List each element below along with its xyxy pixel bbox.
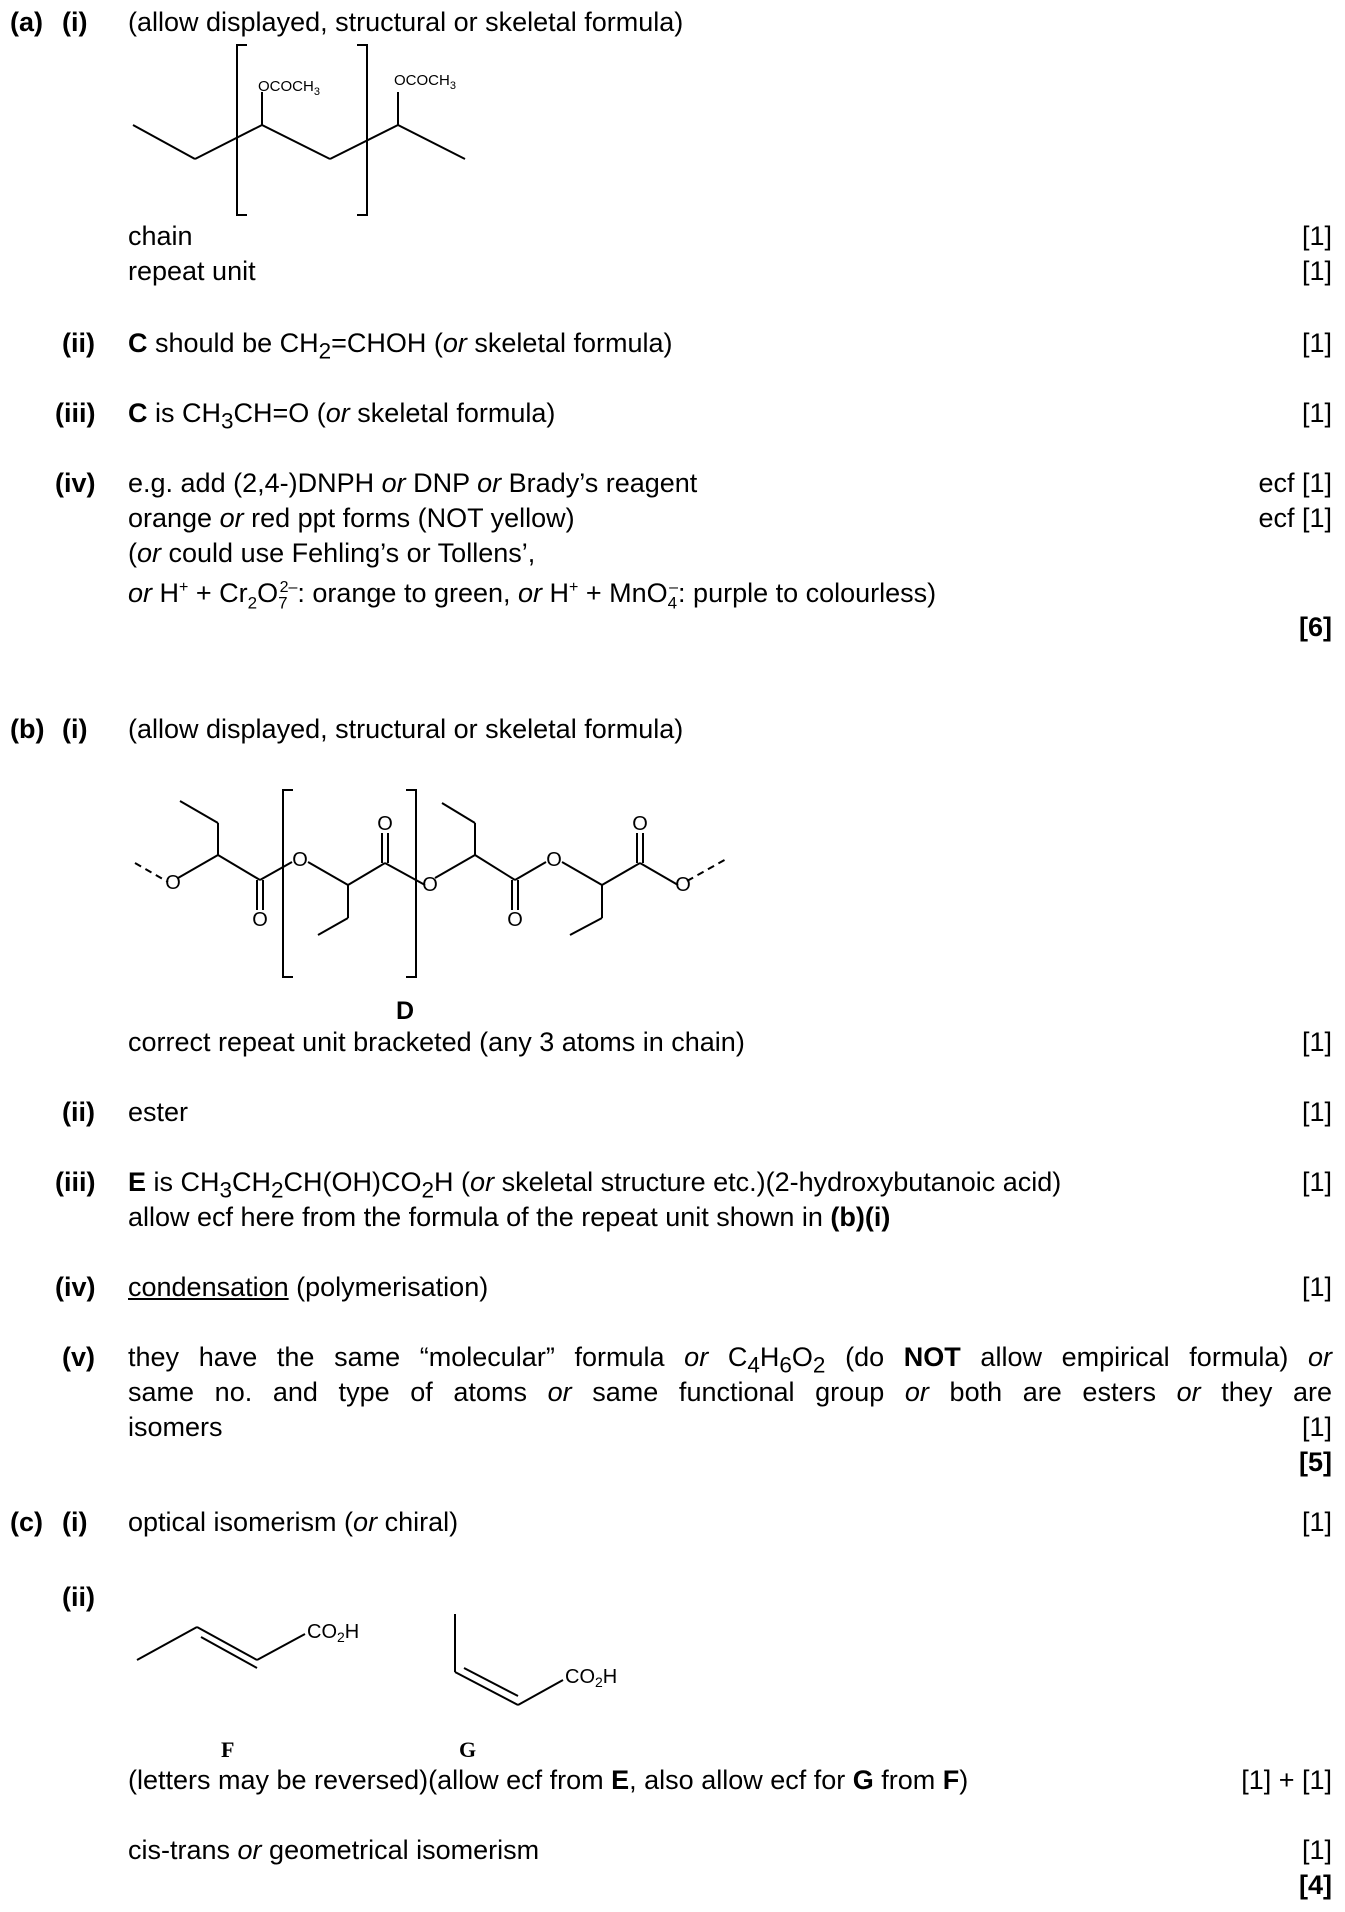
part-b-iv-label: (iv) <box>55 1272 96 1302</box>
svg-text:O: O <box>292 849 308 871</box>
part-b-i-criterion: correct repeat unit bracketed (any 3 ato… <box>128 1027 745 1057</box>
part-a-iv-line-2: orange or red ppt forms (NOT yellow) <box>128 503 575 533</box>
part-c-label: (c) <box>10 1507 43 1537</box>
svg-text:O: O <box>422 874 438 896</box>
part-b-total: [5] <box>1299 1447 1332 1477</box>
repeat-unit-mark: [1] <box>1301 256 1332 286</box>
part-c-i-answer: optical isomerism (or chiral) <box>128 1507 459 1537</box>
isomer-g-label: G <box>459 1737 477 1762</box>
part-b-i-note: (allow displayed, structural or skeletal… <box>128 714 684 744</box>
part-c-i-label: (i) <box>62 1507 88 1537</box>
part-b-ii-answer: ester <box>128 1097 189 1127</box>
svg-text:O: O <box>252 909 268 931</box>
part-a-iii-label: (iii) <box>55 398 96 428</box>
part-b-i-label: (i) <box>62 714 88 744</box>
part-a-iv-mark-1: ecf [1] <box>1258 468 1332 498</box>
part-b-iii-ecf-note: allow ecf here from the formula of the r… <box>128 1202 891 1232</box>
part-b-iii-mark: [1] <box>1301 1167 1332 1197</box>
svg-text:O: O <box>165 872 181 894</box>
part-a-i-label: (i) <box>62 7 88 37</box>
part-c-ii-isomerism-mark: [1] <box>1301 1835 1332 1865</box>
svg-text:O: O <box>377 813 393 835</box>
chain-mark: [1] <box>1301 221 1332 251</box>
part-b-v-mark: [1] <box>1301 1412 1332 1442</box>
part-b-label: (b) <box>10 714 45 744</box>
part-b-iii-answer: E is CH3CH2CH(OH)CO2H (or skeletal struc… <box>128 1167 1062 1203</box>
part-c-total: [4] <box>1299 1870 1332 1900</box>
part-b-ii-label: (ii) <box>62 1097 95 1127</box>
co2h-group-f: CO2H <box>307 1621 359 1645</box>
polymer-d-structure: O O O O O O O O O <box>134 789 729 978</box>
polymer-d-label: D <box>396 997 415 1025</box>
acetate-group-2: OCOCH3 <box>394 72 456 92</box>
svg-text:O: O <box>632 813 648 835</box>
isomer-f-label: F <box>221 1737 235 1762</box>
part-a-label: (a) <box>10 7 43 37</box>
part-b-v-line-1: they have the same “molecular” formula o… <box>128 1342 1332 1378</box>
part-b-v-label: (v) <box>62 1342 95 1372</box>
part-a-iv-line-3: (or could use Fehling’s or Tollens’, <box>128 538 536 568</box>
part-a-ii-mark: [1] <box>1301 328 1332 358</box>
part-a-iv-line-1: e.g. add (2,4-)DNPH or DNP or Brady’s re… <box>128 468 698 498</box>
part-a-iv-mark-2: ecf [1] <box>1258 503 1332 533</box>
svg-text:O: O <box>507 909 523 931</box>
repeat-unit-criterion: repeat unit <box>128 256 256 286</box>
isomers-f-g-structures: CO2H CO2H <box>136 1614 617 1706</box>
part-a-iv-label: (iv) <box>55 468 96 498</box>
part-a-iv-line-4: or H+ + Cr2O72–: orange to green, or H+ … <box>128 578 937 613</box>
part-c-ii-label: (ii) <box>62 1582 95 1612</box>
acetate-group-1: OCOCH3 <box>258 78 320 98</box>
part-c-ii-isomerism: cis-trans or geometrical isomerism <box>128 1835 540 1865</box>
part-b-ii-mark: [1] <box>1301 1097 1332 1127</box>
svg-text:O: O <box>675 874 691 896</box>
part-a-ii-label: (ii) <box>62 328 95 358</box>
part-a-i-note: (allow displayed, structural or skeletal… <box>128 7 684 37</box>
part-b-v-line-2: same no. and type of atoms or same funct… <box>128 1377 1333 1407</box>
polymer-a-structure: OCOCH3 OCOCH3 <box>132 44 466 216</box>
part-b-iv-answer: condensation (polymerisation) <box>128 1272 489 1302</box>
co2h-group-g: CO2H <box>565 1666 617 1690</box>
part-c-ii-note: (letters may be reversed)(allow ecf from… <box>128 1765 969 1795</box>
part-c-i-mark: [1] <box>1301 1507 1332 1537</box>
part-a-ii-answer: C should be CH2=CHOH (or skeletal formul… <box>128 328 673 364</box>
svg-text:O: O <box>546 849 562 871</box>
part-b-iv-mark: [1] <box>1301 1272 1332 1302</box>
part-c-ii-structures-mark: [1] + [1] <box>1241 1765 1332 1795</box>
chain-criterion: chain <box>128 221 193 251</box>
part-b-iii-label: (iii) <box>55 1167 96 1197</box>
part-a-iii-answer: C is CH3CH=O (or skeletal formula) <box>128 398 556 434</box>
part-b-v-line-3: isomers <box>128 1412 223 1442</box>
part-b-i-mark: [1] <box>1301 1027 1332 1057</box>
part-a-iii-mark: [1] <box>1301 398 1332 428</box>
part-a-total: [6] <box>1299 612 1332 642</box>
